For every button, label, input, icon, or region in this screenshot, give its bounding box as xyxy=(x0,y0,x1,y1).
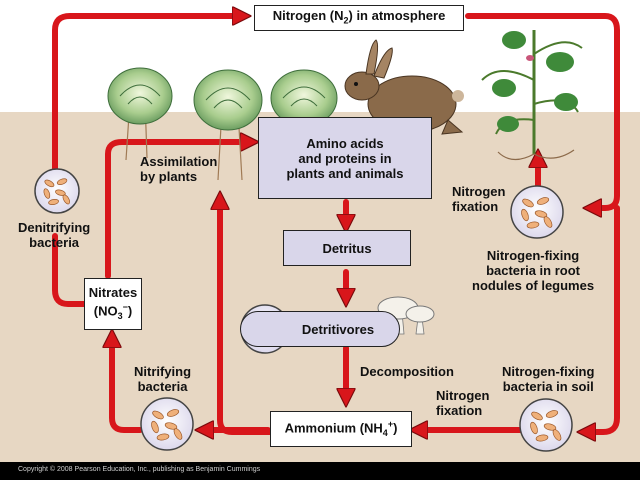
label-nitrifying: Nitrifying bacteria xyxy=(134,364,192,394)
label-root-nodules: Nitrogen-fixing bacteria in root nodules… xyxy=(472,248,595,293)
amino-acids-label: Amino acids and proteins in plants and a… xyxy=(286,135,404,181)
bacteria-icon xyxy=(519,398,573,452)
label-soil-bacteria: Nitrogen-fixing bacteria in soil xyxy=(502,364,595,394)
cabbage-icon xyxy=(270,69,338,127)
node-nitrates: Nitrates (NO3−) xyxy=(84,278,142,330)
bean-plant-icon xyxy=(481,30,583,161)
cabbage-icon xyxy=(107,67,173,161)
label-nitrogen-fixation-top: Nitrogen fixation xyxy=(452,184,506,214)
arrow-nitrifying-to-nitrates xyxy=(112,344,143,433)
label-denitrifying: Denitrifying bacteria xyxy=(18,220,91,250)
bottom-strip xyxy=(0,462,640,480)
detritus-label: Detritus xyxy=(322,240,372,256)
label-nitrogen-fixation-bottom: Nitrogen fixation xyxy=(436,388,490,418)
arrow-assimilation xyxy=(105,142,244,279)
nitrates-label: Nitrates xyxy=(88,284,138,300)
bacteria-icon xyxy=(510,185,564,239)
node-ammonium: Ammonium (NH4+) xyxy=(270,411,412,447)
node-amino-acids: Amino acids and proteins in plants and a… xyxy=(258,117,432,199)
arrow-nitrates-to-denitrifying xyxy=(52,233,90,307)
node-detritivores: Detritivores xyxy=(240,311,400,347)
node-detritus: Detritus xyxy=(283,230,411,266)
bacteria-icon xyxy=(140,397,194,451)
arrow-atm-to-soil xyxy=(592,205,620,432)
nitrates-formula: (NO3−) xyxy=(93,301,133,321)
copyright-text: Copyright © 2008 Pearson Education, Inc.… xyxy=(18,466,261,473)
bacteria-icon xyxy=(34,168,80,214)
node-atmosphere: Nitrogen (N2) in atmosphere xyxy=(254,5,464,31)
detritivores-label: Detritivores xyxy=(301,321,375,337)
cabbage-icon xyxy=(193,69,263,181)
arrow-atm-to-nodules xyxy=(465,13,620,208)
label-assimilation: Assimilation by plants xyxy=(140,154,218,184)
ammonium-label: Ammonium (NH4+) xyxy=(284,419,398,438)
label-decomposition: Decomposition xyxy=(360,364,454,379)
atmosphere-label: Nitrogen (N2) in atmosphere xyxy=(272,7,446,26)
arrow-denitrification xyxy=(52,16,236,175)
